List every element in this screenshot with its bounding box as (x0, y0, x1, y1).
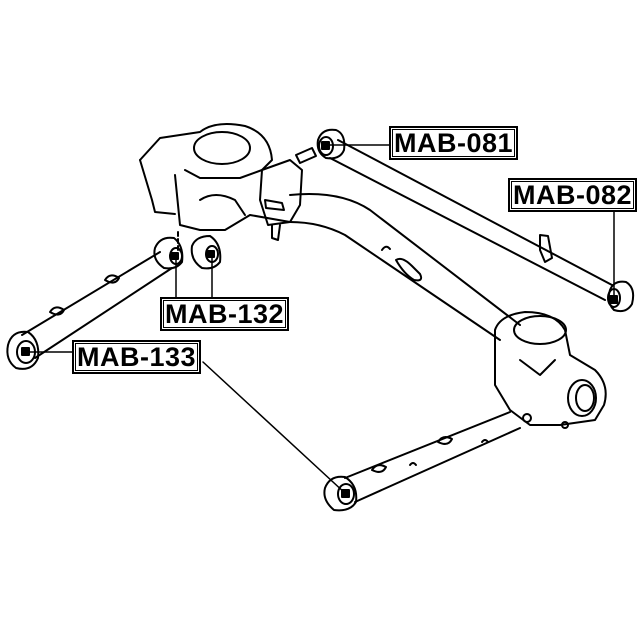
right-knuckle (494, 311, 607, 429)
part-label-mab-133: MAB-133 (72, 340, 202, 374)
axle-beam (289, 193, 521, 341)
part-label-mab-132: MAB-132 (160, 297, 290, 331)
part-label-mab-082: MAB-082 (508, 178, 638, 212)
leader-mab-133b (202, 361, 347, 495)
upper-lateral-rod (295, 128, 635, 313)
right-lower-arm (323, 411, 521, 512)
leader-lines (25, 144, 615, 495)
left-knuckle (139, 123, 303, 251)
part-label-mab-081: MAB-081 (389, 126, 519, 160)
